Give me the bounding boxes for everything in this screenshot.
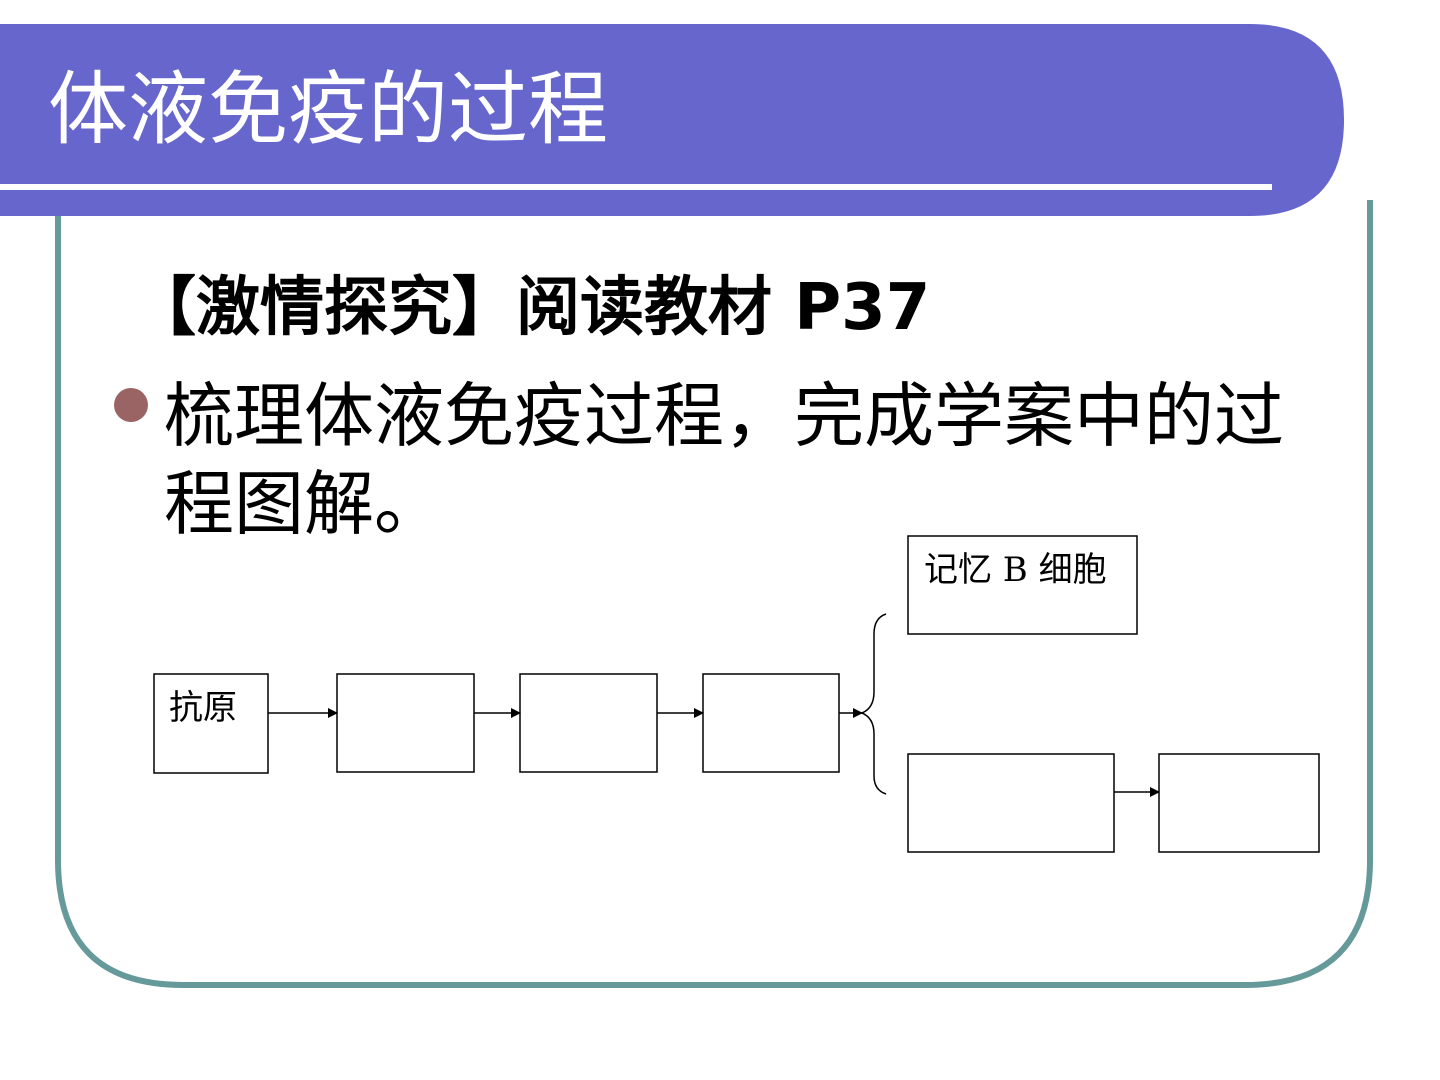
box-last — [1158, 753, 1320, 853]
header-band — [0, 24, 1344, 216]
box-antigen-label: 抗原 — [169, 688, 237, 728]
content-frame — [55, 200, 1373, 988]
box-memory-b-cell — [907, 535, 1138, 635]
curly-brace — [860, 613, 887, 795]
box-4 — [702, 673, 840, 773]
slide-title: 体液免疫的过程 — [48, 63, 608, 156]
slide-subtitle: 【激情探究】阅读教材 P37 — [132, 271, 931, 345]
box-3 — [519, 673, 658, 773]
bullet-text: 梳理体液免疫过程，完成学案中的过程图解。 — [164, 375, 1284, 545]
bullet-dot-icon — [114, 388, 148, 422]
box-plasma — [907, 753, 1115, 853]
box-memory-label: 记忆 B 细胞 — [924, 550, 1107, 590]
box-2 — [336, 673, 475, 773]
header-underline — [0, 184, 1272, 190]
box-antigen — [153, 673, 269, 774]
